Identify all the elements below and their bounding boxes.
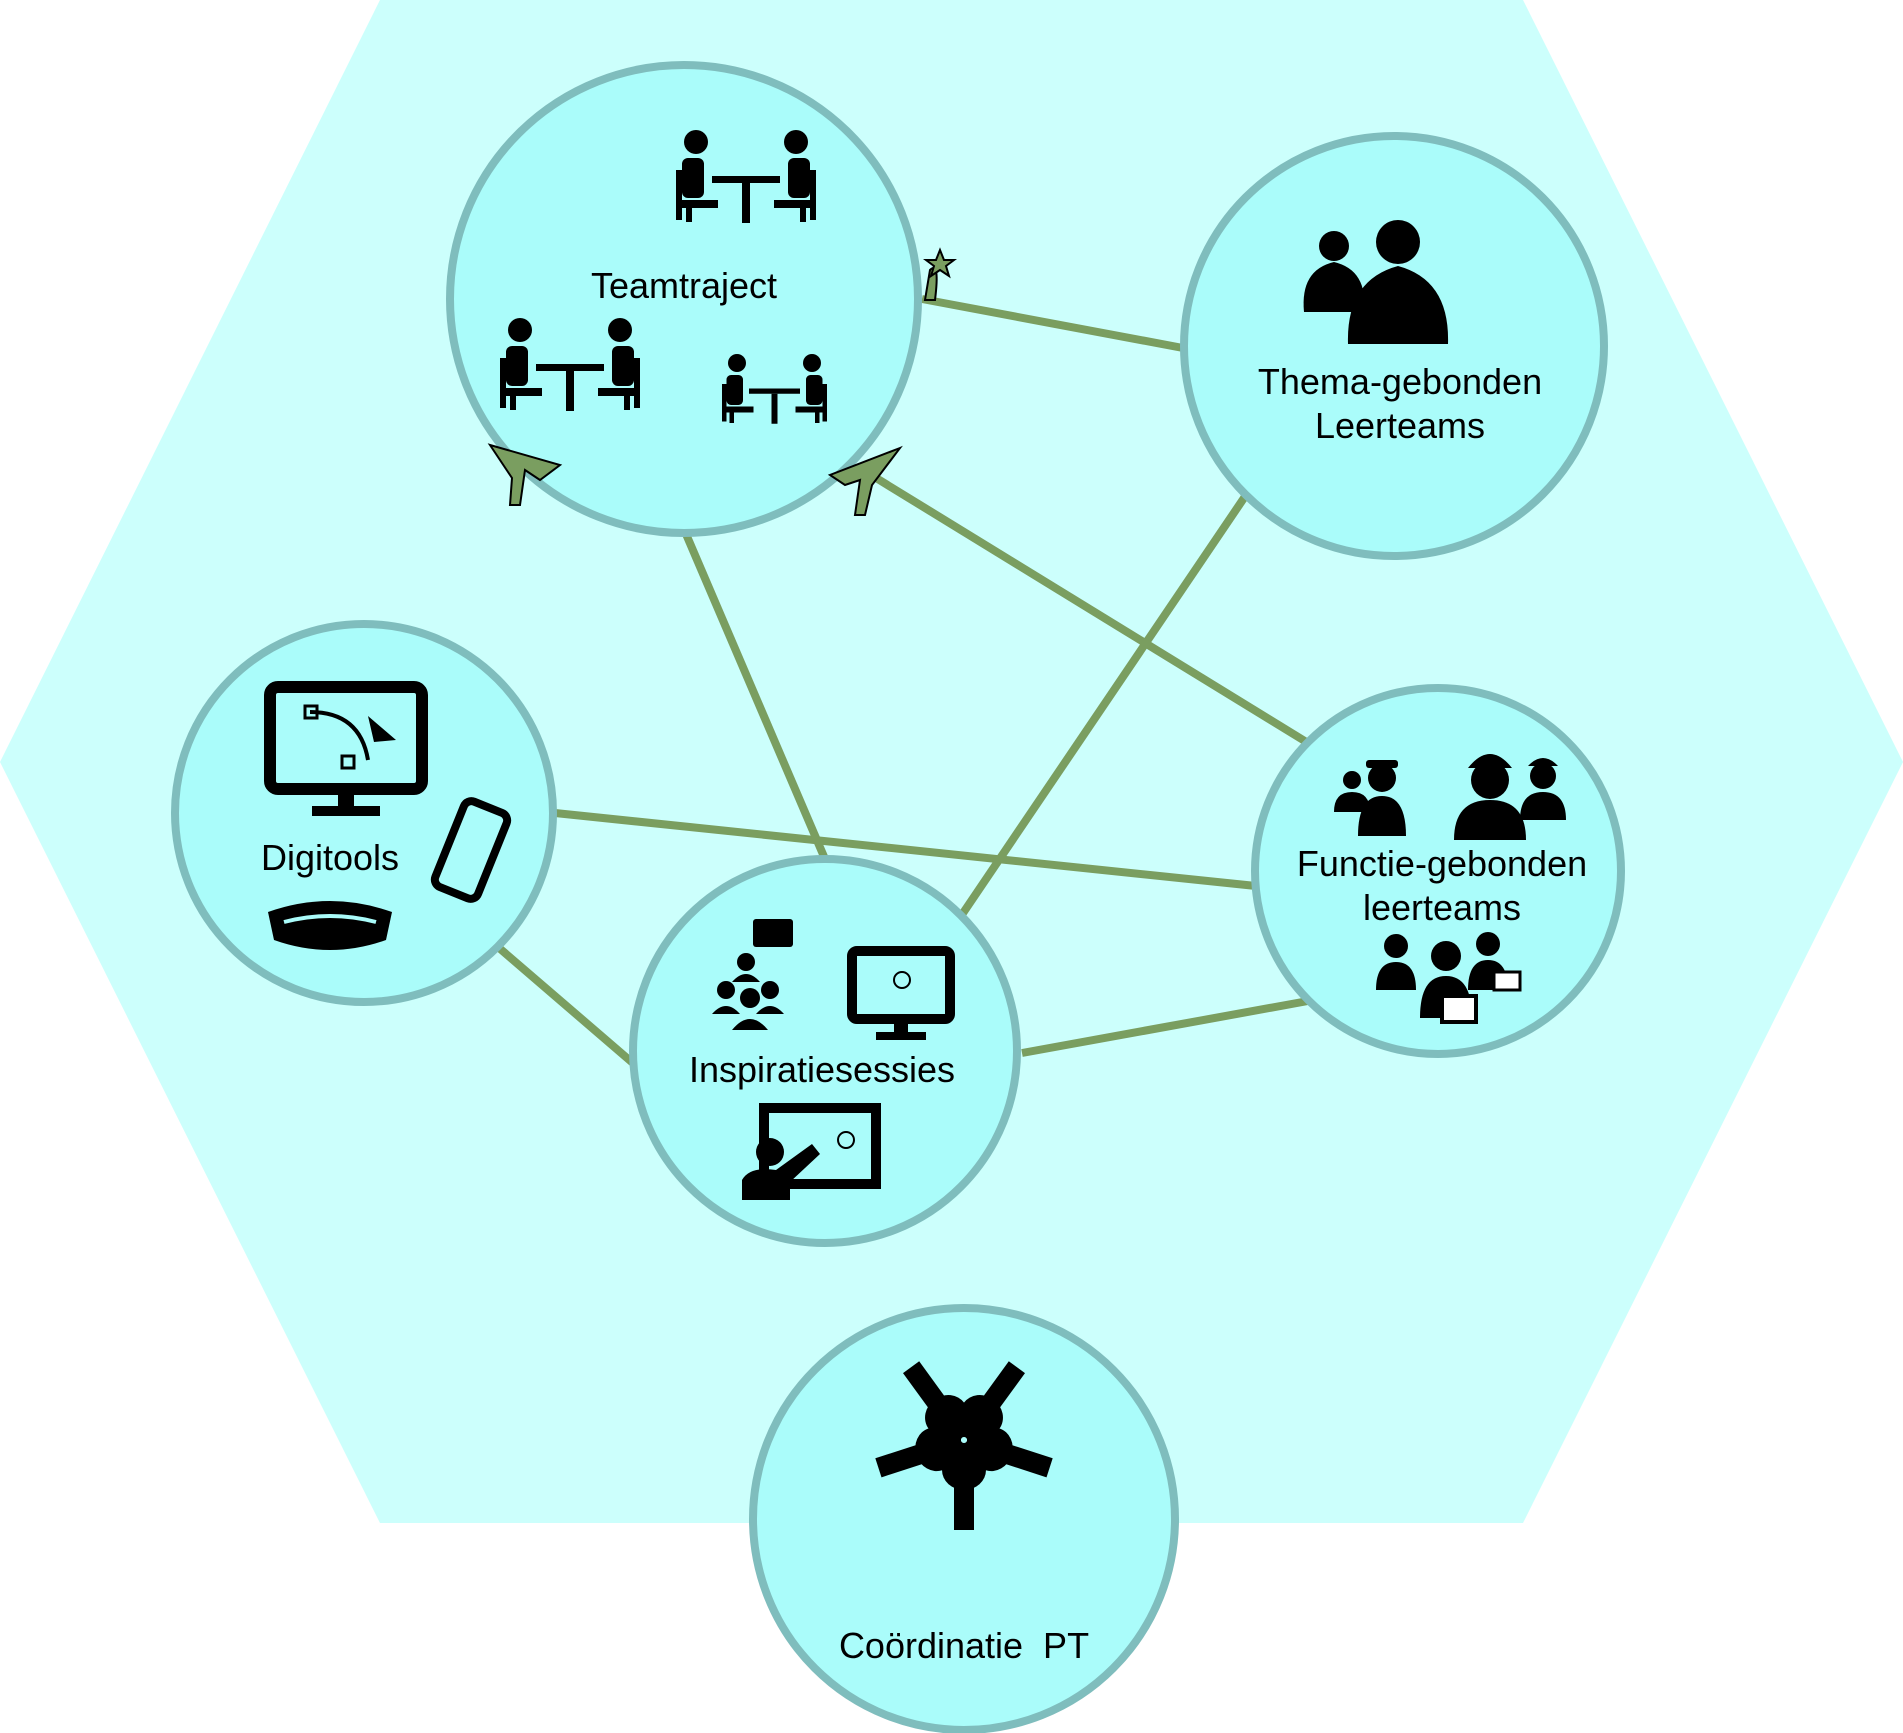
connector-teamtraject-functie <box>865 469 1311 747</box>
label-inspiratiesessies: Inspiratiesessies <box>688 1049 956 1090</box>
teacher-board-icon <box>742 1103 881 1200</box>
monitor-vector-icon <box>264 681 428 816</box>
vr-headset-icon <box>268 901 392 950</box>
presentation-icon <box>712 919 793 1030</box>
label-thema-line1: Thema-gebonden <box>1257 361 1543 402</box>
label-thema-leerteams: Thema-gebonden Leerteams <box>1258 360 1542 448</box>
monitor-idea-icon <box>847 946 955 1040</box>
connector-digitools-inspiratie <box>495 943 637 1068</box>
connector-digitools-functie <box>554 809 1257 890</box>
connector-teamtraject-inspiratie <box>682 532 829 861</box>
professions-icon <box>1334 754 1566 1024</box>
label-teamtraject: Teamtraject <box>590 265 778 306</box>
label-functie-line1: Functie-gebonden <box>1296 843 1588 884</box>
label-digitools: Digitools <box>260 837 400 878</box>
connector-thema-inspiratie <box>955 492 1250 922</box>
label-coordinatie: Coördinatie PT <box>838 1625 1090 1666</box>
label-thema-line2: Leerteams <box>1314 405 1486 446</box>
connectors <box>495 295 1311 1068</box>
connector-inspiratie-functie <box>1021 997 1309 1057</box>
label-functie-leerteams: Functie-gebonden leerteams <box>1297 842 1587 930</box>
connector-teamtraject-thema <box>921 295 1184 352</box>
superhero-icon <box>487 247 957 516</box>
meeting-table-icon <box>500 130 827 424</box>
smartphone-icon <box>430 797 512 903</box>
label-functie-line2: leerteams <box>1362 887 1522 928</box>
node-thema-leerteams[interactable] <box>1180 132 1608 560</box>
buddha-icon <box>1303 220 1449 344</box>
hands-together-icon <box>875 1361 1053 1530</box>
